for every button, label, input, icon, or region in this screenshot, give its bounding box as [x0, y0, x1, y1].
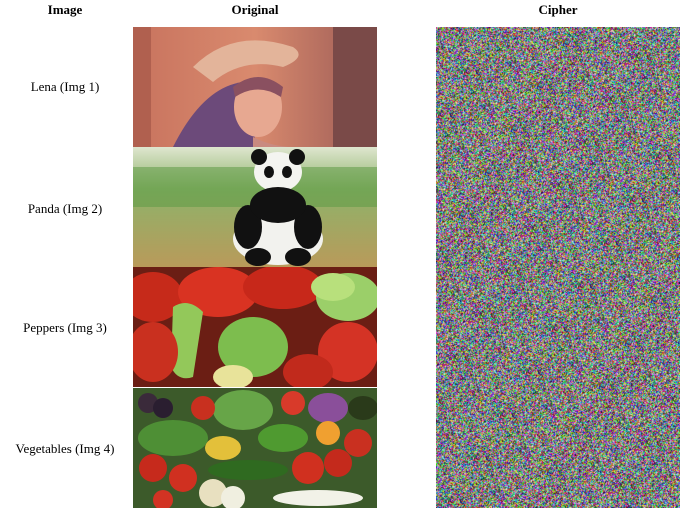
panda-image [133, 147, 377, 267]
cipher-noise-image [436, 27, 680, 508]
row-label-vegetables: Vegetables (Img 4) [15, 441, 115, 456]
column-header-image: Image [47, 2, 83, 17]
lena-image [133, 27, 377, 147]
vegetables-image [133, 388, 377, 508]
peppers-image [133, 267, 377, 387]
row-label-peppers: Peppers (Img 3) [23, 320, 107, 335]
row-label-lena: Lena (Img 1) [30, 79, 100, 94]
column-header-cipher: Cipher [538, 2, 578, 17]
row-label-panda: Panda (Img 2) [27, 201, 103, 216]
column-header-original: Original [231, 2, 279, 17]
